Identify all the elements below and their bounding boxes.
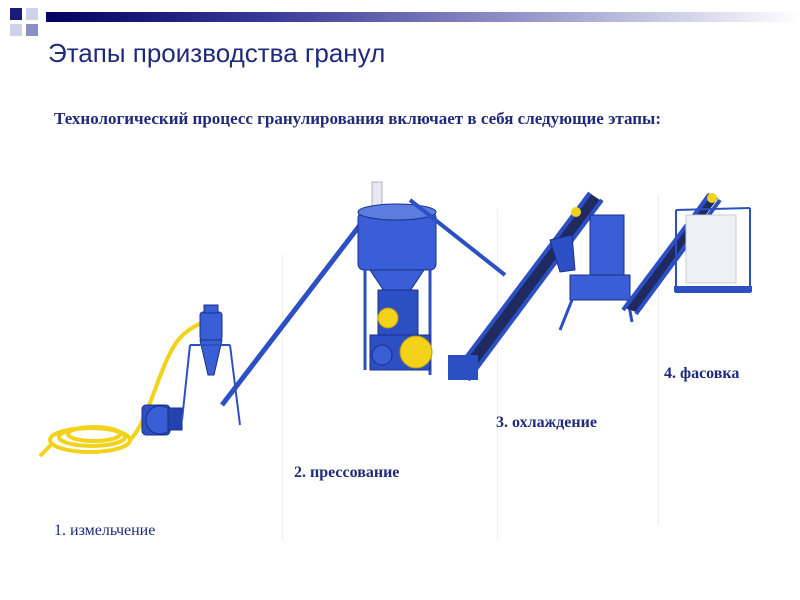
divider-2 <box>497 210 498 540</box>
header-gradient-bar <box>46 12 800 22</box>
divider-1 <box>282 255 283 540</box>
stage-label-4: 4. фасовка <box>664 365 740 382</box>
pellet-press <box>357 181 437 375</box>
hammer-mill <box>141 404 183 436</box>
stage-label-2: 2. прессование <box>294 464 400 481</box>
cyclone <box>181 304 241 426</box>
divider-3 <box>658 195 659 525</box>
silo-arm <box>408 198 507 277</box>
corner-squares-decoration <box>0 0 60 50</box>
cooler <box>549 214 634 331</box>
bagging-station <box>674 207 752 293</box>
stage-label-1: 1. измельчение <box>54 522 156 539</box>
slide-subtitle: Технологический процесс гранулирования в… <box>54 109 661 128</box>
stage-label-3: 3. охлаждение <box>496 414 597 431</box>
feed-pipe <box>220 223 362 407</box>
slide-title: Этапы производства гранул <box>48 38 386 68</box>
